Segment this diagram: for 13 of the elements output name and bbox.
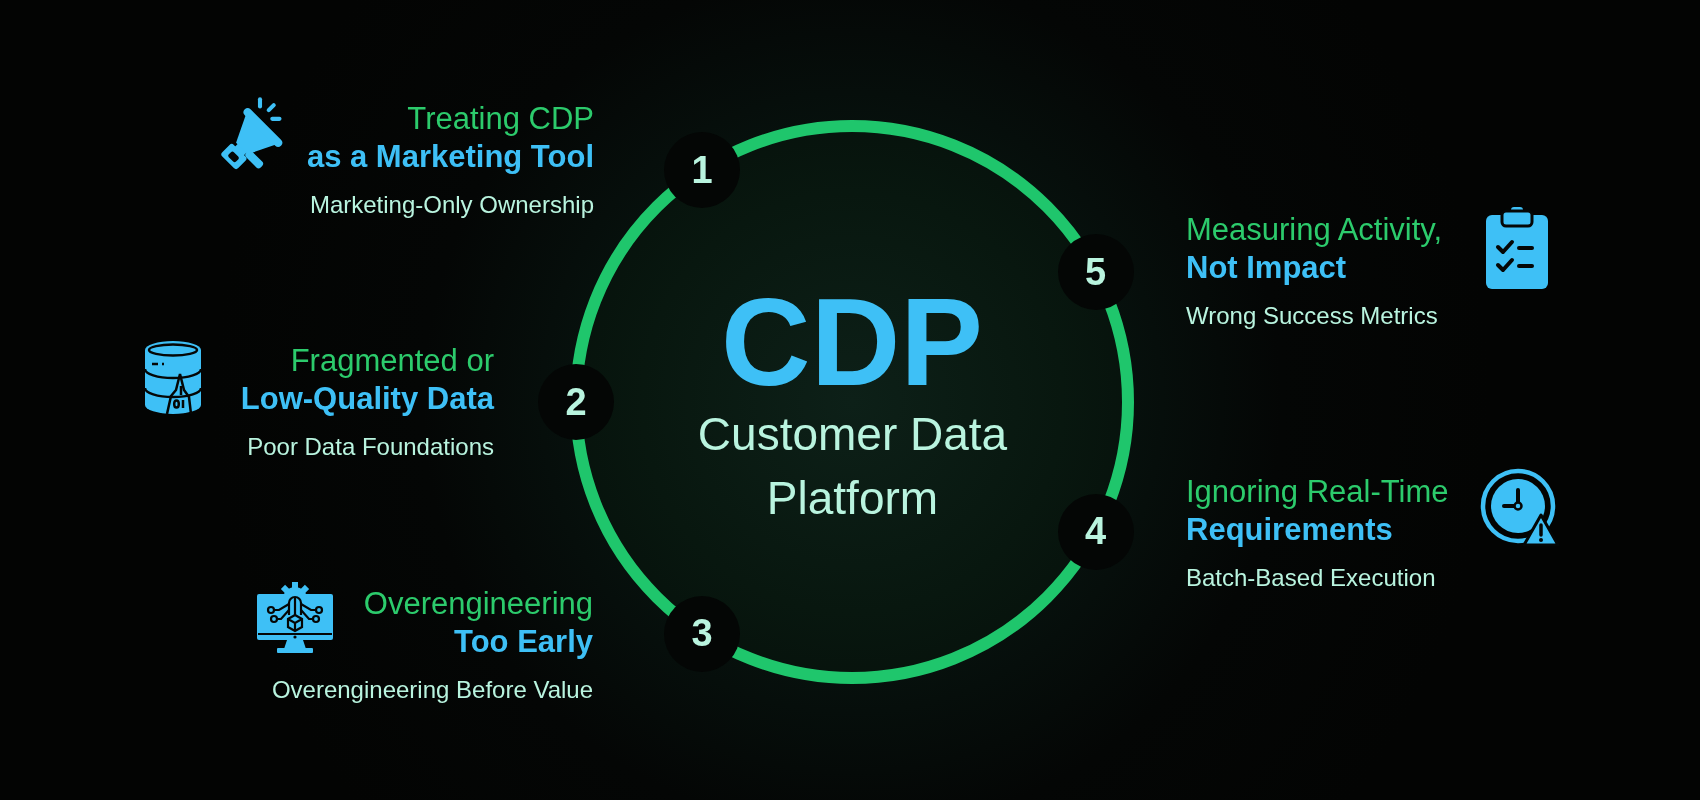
step-description: Wrong Success Metrics	[1186, 301, 1438, 331]
step-heading: Fragmented or Low-Quality Data	[240, 342, 494, 418]
step-description: Marketing-Only Ownership	[309, 190, 594, 220]
number-badge: 2	[538, 364, 614, 440]
step-description: Overengineering Before Value	[271, 675, 593, 705]
step-heading: Measuring Activity, Not Impact	[1186, 211, 1443, 287]
step-description: Poor Data Foundations	[247, 432, 494, 462]
center-acronym: CDP	[721, 280, 983, 404]
step-heading: Ignoring Real-Time Requirements	[1186, 473, 1449, 549]
center-subtitle: Customer Data Platform	[696, 407, 1009, 526]
step-heading: Treating CDP as a Marketing Tool	[306, 100, 594, 176]
step-heading: Overengineering Too Early	[363, 585, 593, 661]
step-description: Batch-Based Execution	[1186, 563, 1436, 593]
